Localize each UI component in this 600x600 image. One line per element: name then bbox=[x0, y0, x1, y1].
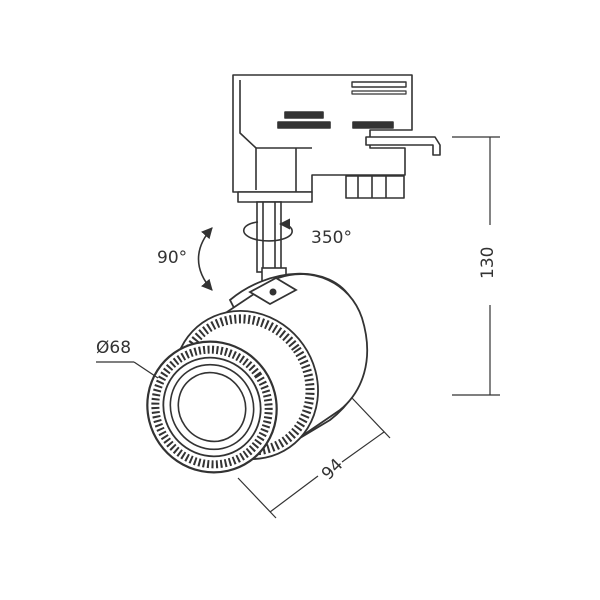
track-adapter bbox=[232, 74, 441, 203]
height-label: 130 bbox=[478, 246, 498, 279]
depth-dimension bbox=[237, 397, 391, 519]
horizontal-rotation-arrow bbox=[242, 218, 293, 242]
diameter-leader bbox=[96, 361, 159, 379]
front-bezel bbox=[146, 340, 278, 474]
rotation-stem bbox=[256, 201, 287, 285]
diameter-label: Ø68 bbox=[96, 338, 132, 358]
vertical-rotation-label: 90° bbox=[157, 248, 188, 268]
horizontal-rotation-label: 350° bbox=[311, 228, 352, 248]
height-dimension bbox=[452, 136, 500, 396]
vertical-rotation-arrow bbox=[197, 227, 213, 291]
